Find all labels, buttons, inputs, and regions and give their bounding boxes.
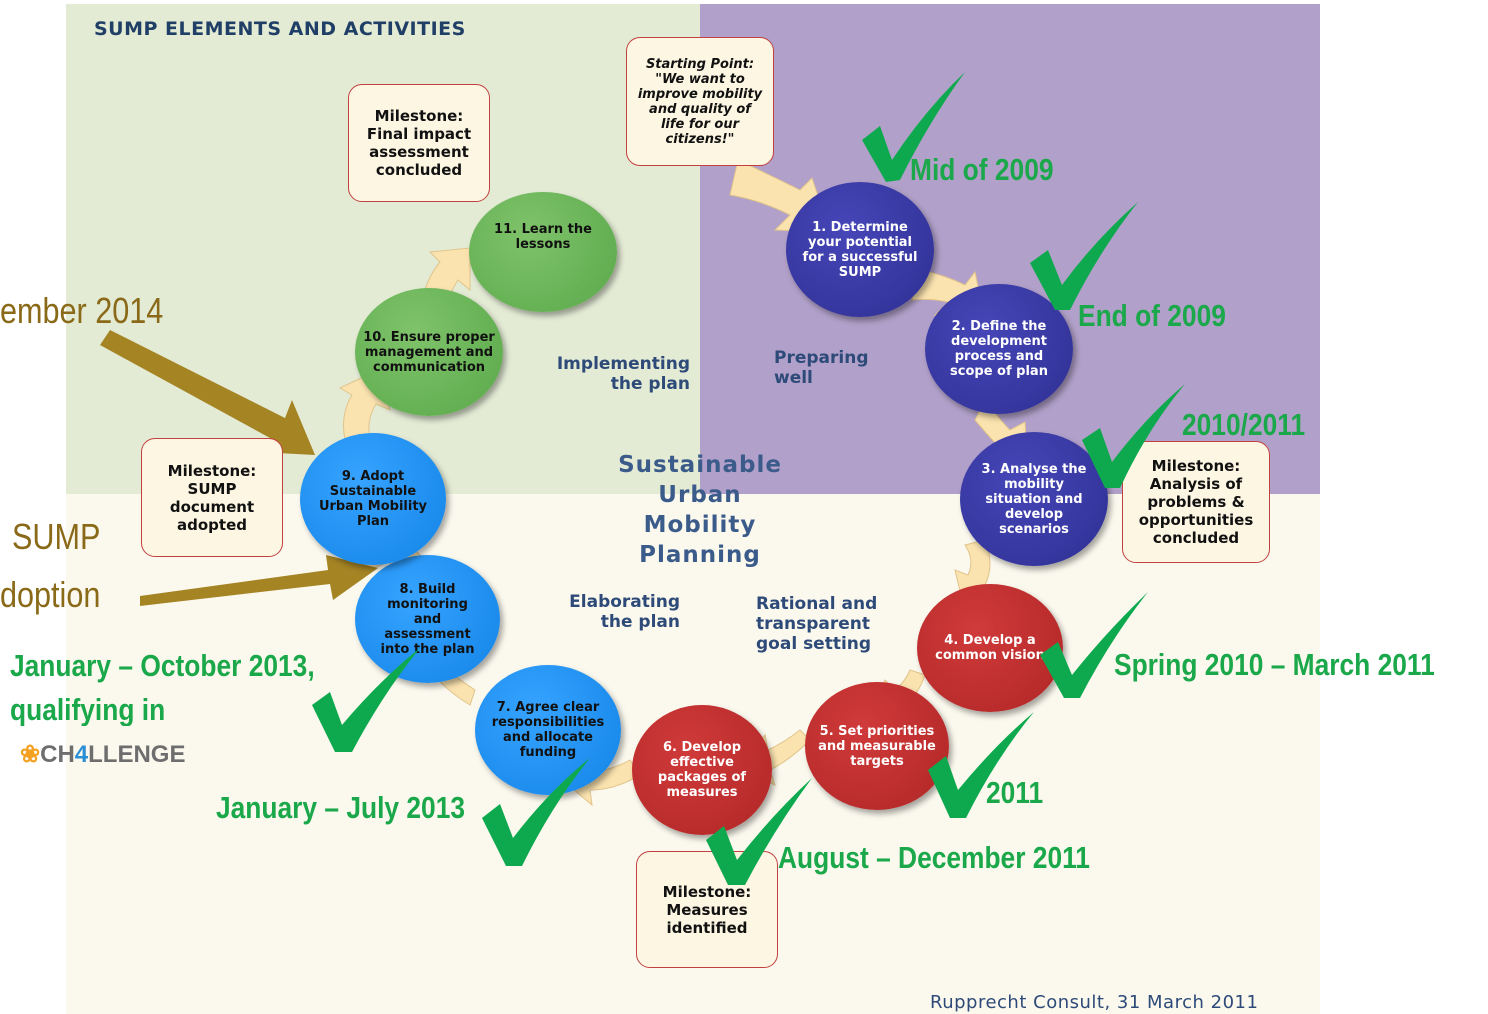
milestone-sump-adopted: Milestone: SUMP document adopted bbox=[141, 438, 283, 557]
step-6-label: 6. Develop effective packages of measure… bbox=[657, 740, 747, 800]
starting-point-text: Starting Point: "We want to improve mobi… bbox=[637, 56, 763, 147]
step-3-label: 3. Analyse the mobility situation and de… bbox=[981, 461, 1087, 537]
milestone-sump-adopted-text: Milestone: SUMP document adopted bbox=[167, 461, 257, 534]
step-3-circle: 3. Analyse the mobility situation and de… bbox=[960, 432, 1108, 566]
center-title: Sustainable Urban Mobility Planning bbox=[600, 450, 800, 570]
milestone-measures: Milestone: Measures identified bbox=[636, 851, 778, 968]
check-icon-step-3 bbox=[1082, 384, 1185, 488]
center-title-line-4: Planning bbox=[639, 542, 761, 568]
step-4-circle: 4. Develop a common vision bbox=[917, 584, 1063, 712]
step-10-circle: 10. Ensure proper management and communi… bbox=[355, 288, 503, 416]
annotation-aug-dec-2011: August – December 2011 bbox=[778, 840, 1090, 875]
annotation-qualifying: qualifying in bbox=[10, 692, 166, 726]
annotation-spring-2010: Spring 2010 – March 2011 bbox=[1114, 647, 1435, 682]
phase-preparing: Preparing well bbox=[774, 348, 869, 388]
annotation-dec-2014: ember 2014 bbox=[0, 290, 164, 331]
step-11-circle: 11. Learn the lessons bbox=[469, 192, 617, 312]
annotation-jan-jul-2013: January – July 2013 bbox=[216, 790, 466, 825]
step-8-label: 8. Build monitoring and assessment into … bbox=[380, 581, 475, 657]
logo-text-post: LLENGE bbox=[88, 741, 186, 768]
phase-rational: Rational and transparent goal setting bbox=[756, 594, 878, 654]
step-7-circle: 7. Agree clear responsibilities and allo… bbox=[475, 665, 621, 795]
step-11-label: 11. Learn the lessons bbox=[494, 222, 592, 252]
phase-implementing: Implementing the plan bbox=[556, 354, 690, 394]
step-5-circle: 5. Set priorities and measurable targets bbox=[805, 682, 949, 810]
olive-arrow-upper bbox=[100, 330, 315, 455]
annotation-2011: 2011 bbox=[986, 775, 1044, 810]
step-9-label: 9. Adopt Sustainable Urban Mobility Plan bbox=[318, 469, 428, 529]
milestone-final-impact: Milestone: Final impact assessment concl… bbox=[348, 84, 490, 202]
check-icon-step-6 bbox=[706, 778, 812, 885]
check-icon-step-5 bbox=[928, 712, 1034, 818]
logo-text-four: 4 bbox=[74, 741, 89, 768]
center-title-line-1: Sustainable bbox=[618, 452, 782, 478]
check-icon-step-1 bbox=[862, 72, 965, 182]
annotation-2010-2011: 2010/2011 bbox=[1182, 407, 1306, 442]
check-icon-step-4 bbox=[1040, 592, 1148, 698]
milestone-analysis: Milestone: Analysis of problems & opport… bbox=[1122, 441, 1270, 563]
logo-leaf-icon: ❀ bbox=[20, 741, 41, 768]
olive-arrow-lower bbox=[140, 555, 378, 606]
step-6-circle: 6. Develop effective packages of measure… bbox=[632, 705, 772, 835]
diagram-header: SUMP ELEMENTS AND ACTIVITIES bbox=[94, 18, 466, 40]
annotation-jan-oct-2013: January – October 2013, bbox=[10, 648, 315, 683]
step-2-circle: 2. Define the development process and sc… bbox=[925, 284, 1073, 414]
phase-elaborating: Elaborating the plan bbox=[569, 592, 680, 632]
step-2-label: 2. Define the development process and sc… bbox=[950, 319, 1048, 379]
annotation-end-2009: End of 2009 bbox=[1078, 298, 1226, 333]
center-title-line-3: Mobility bbox=[643, 512, 757, 538]
milestone-measures-text: Milestone: Measures identified bbox=[662, 882, 752, 937]
step-5-label: 5. Set priorities and measurable targets bbox=[818, 723, 936, 769]
step-10-label: 10. Ensure proper management and communi… bbox=[363, 329, 495, 375]
annotation-sump: SUMP bbox=[12, 516, 101, 557]
logo-text-pre: CH bbox=[40, 741, 75, 768]
check-icon-step-7 bbox=[482, 758, 590, 866]
step-1-circle: 1. Determine your potential for a succes… bbox=[786, 182, 934, 317]
center-title-line-2: Urban bbox=[658, 482, 742, 508]
step-9-circle: 9. Adopt Sustainable Urban Mobility Plan bbox=[300, 433, 446, 565]
footer-credit: Rupprecht Consult, 31 March 2011 bbox=[930, 992, 1259, 1013]
check-icon-step-2 bbox=[1030, 202, 1138, 310]
step-1-label: 1. Determine your potential for a succes… bbox=[802, 219, 918, 280]
annotation-mid-2009: Mid of 2009 bbox=[910, 152, 1054, 187]
milestone-final-impact-text: Milestone: Final impact assessment concl… bbox=[366, 107, 472, 179]
step-7-label: 7. Agree clear responsibilities and allo… bbox=[491, 700, 605, 760]
challenge-logo: ❀CH4LLENGE bbox=[20, 740, 185, 769]
annotation-adoption: doption bbox=[0, 574, 101, 615]
step-8-circle: 8. Build monitoring and assessment into … bbox=[355, 555, 500, 683]
check-icon-step-8 bbox=[312, 648, 420, 752]
starting-point-box: Starting Point: "We want to improve mobi… bbox=[626, 37, 774, 166]
step-4-label: 4. Develop a common vision bbox=[935, 633, 1045, 663]
milestone-analysis-text: Milestone: Analysis of problems & opport… bbox=[1138, 457, 1254, 547]
